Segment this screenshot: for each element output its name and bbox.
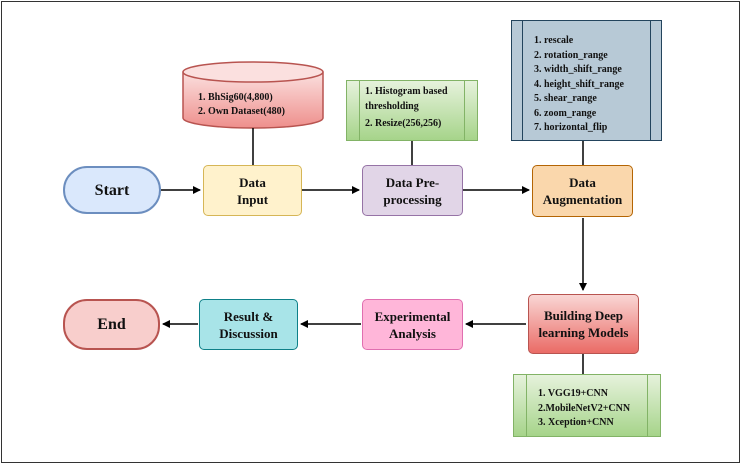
augmentation-param: 7. horizontal_flip bbox=[534, 122, 608, 133]
augmentation-node: Data Augmentation bbox=[532, 165, 633, 217]
augmentation-param: 6. zoom_range bbox=[534, 107, 597, 119]
model-item: 2.MobileNetV2+CNN bbox=[538, 402, 631, 414]
augmentation-param: 2. rotation_range bbox=[534, 49, 608, 61]
models-node: Building Deep learning Models bbox=[528, 294, 639, 354]
result-node: Result & Discussion bbox=[199, 299, 298, 350]
preprocessing-step: 2. Resize(256,256) bbox=[365, 118, 442, 129]
preprocessing-node: Data Pre-processing bbox=[362, 165, 463, 216]
augmentation-param: 4. height_shift_range bbox=[534, 78, 624, 90]
preprocessing-note: 1. Histogram based thresholding 2. Resiz… bbox=[346, 80, 478, 141]
augmentation-note: 1. rescale 2. rotation_range 3. width_sh… bbox=[511, 20, 662, 141]
augmentation-param: 5. shear_range bbox=[534, 93, 597, 104]
models-note: 1. VGG19+CNN 2.MobileNetV2+CNN 3. Xcepti… bbox=[513, 374, 661, 437]
preprocessing-step: 1. Histogram based thresholding bbox=[365, 86, 448, 112]
model-item: 1. VGG19+CNN bbox=[538, 388, 608, 399]
dataset-item: 1. BhSig60(4,800) bbox=[198, 92, 273, 103]
analysis-node: Experimental Analysis bbox=[362, 299, 463, 350]
dataset-cylinder bbox=[182, 61, 324, 129]
dataset-item: 2. Own Dataset(480) bbox=[198, 106, 285, 117]
start-node: Start bbox=[63, 166, 161, 214]
dataset-list: 1. BhSig60(4,800) 2. Own Dataset(480) bbox=[198, 91, 313, 119]
augmentation-param: 3. width_shift_range bbox=[534, 64, 622, 75]
augmentation-param: 1. rescale bbox=[534, 35, 574, 46]
model-item: 3. Xception+CNN bbox=[538, 417, 614, 428]
data-input-node: Data Input bbox=[203, 165, 302, 216]
end-node: End bbox=[63, 299, 160, 350]
